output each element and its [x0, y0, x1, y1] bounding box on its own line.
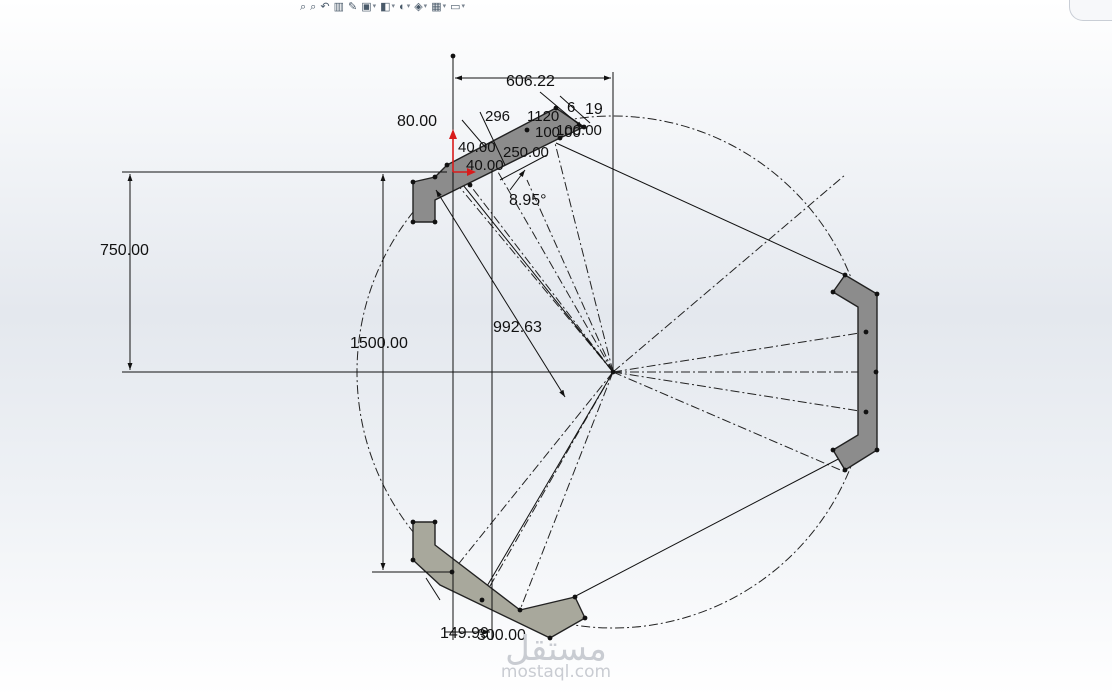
dim-label-300[interactable]: 300.00 [477, 627, 526, 644]
dimension-full-height[interactable] [372, 174, 452, 573]
previous-view-icon: ↶ [320, 1, 330, 13]
previous-view-button[interactable]: ↶ [320, 1, 329, 13]
dropdown-arrow-icon[interactable]: ▾ [372, 3, 377, 10]
sketch-lines[interactable] [122, 142, 847, 612]
dim-label-100-a[interactable]: 100.00 [556, 122, 602, 139]
dimension-bottom[interactable] [425, 170, 493, 640]
zoom-to-area-button[interactable]: ⌕ [310, 1, 316, 13]
dim-label-1120[interactable]: 1120 [527, 108, 559, 125]
apply-scene-icon: ▦ [431, 1, 442, 13]
dim-label-250[interactable]: 250.00 [503, 144, 549, 161]
dim-label-296[interactable]: 296 [485, 108, 510, 125]
dim-label-40-a[interactable]: 40.00 [458, 139, 496, 156]
edit-appearance-button[interactable]: ◈▾ [414, 1, 427, 13]
sketch-points[interactable] [410, 53, 880, 641]
zoom-to-area-icon: ⌕ [310, 1, 317, 13]
zoom-to-fit-icon: ⌕ [300, 1, 307, 13]
watermark-domain: mostaql.com [501, 662, 611, 682]
edit-appearance-icon: ◈ [414, 1, 423, 13]
dim-label-6[interactable]: 6 [567, 99, 575, 116]
dim-label-992-63[interactable]: 992.63 [493, 319, 542, 336]
watermark-brand: مستقل [505, 629, 607, 669]
section-view-icon: ▥ [333, 1, 344, 13]
dim-label-40-b[interactable]: 40.00 [466, 157, 504, 174]
bottom-bracket-profile [412, 521, 586, 639]
dropdown-arrow-icon[interactable]: ▾ [406, 3, 411, 10]
dim-label-19[interactable]: 19 [585, 101, 603, 118]
apply-scene-button[interactable]: ▦▾ [431, 1, 446, 13]
dropdown-arrow-icon[interactable]: ▾ [461, 3, 466, 10]
dim-label-750[interactable]: 750.00 [100, 242, 149, 259]
hide-show-items-icon: ◐ [399, 1, 406, 13]
display-style-button[interactable]: ◧▾ [380, 1, 395, 13]
dim-label-1500[interactable]: 1500.00 [350, 335, 408, 352]
hide-show-items-button[interactable]: ◐▾ [399, 1, 410, 13]
view-orientation-icon: ▣ [361, 1, 372, 13]
dimension-half-height[interactable] [122, 171, 447, 370]
zoom-to-fit-button[interactable]: ⌕ [300, 1, 306, 13]
view-toolbar: ⌕⌕↶▥✎▣▾◧▾◐▾◈▾▦▾▭▾ [300, 0, 660, 14]
dimension-diagonal[interactable] [435, 189, 566, 398]
dim-label-149-99[interactable]: 149.99 [440, 625, 489, 642]
dim-label-100-b[interactable]: 100.00 [535, 124, 581, 141]
dim-label-angle[interactable]: 8.95° [509, 192, 547, 209]
top-bracket-profile [412, 107, 585, 223]
dim-label-606-22[interactable]: 606.22 [506, 73, 555, 90]
task-pane-tab[interactable] [1069, 0, 1112, 21]
view-orientation-button[interactable]: ▣▾ [361, 1, 376, 13]
construction-lines[interactable] [446, 142, 876, 611]
dropdown-arrow-icon[interactable]: ▾ [442, 3, 447, 10]
section-view-button[interactable]: ▥ [334, 1, 344, 13]
display-style-icon: ◧ [380, 1, 391, 13]
view-settings-icon: ▭ [450, 1, 461, 13]
dynamic-annotation-button[interactable]: ✎ [348, 1, 357, 13]
sketch-origin[interactable] [449, 129, 476, 176]
profile-regions[interactable] [412, 107, 878, 639]
dropdown-arrow-icon[interactable]: ▾ [423, 3, 428, 10]
dynamic-annotation-icon: ✎ [347, 1, 358, 13]
dim-label-80[interactable]: 80.00 [397, 113, 437, 130]
dropdown-arrow-icon[interactable]: ▾ [391, 3, 396, 10]
view-settings-button[interactable]: ▭▾ [450, 1, 465, 13]
dimension-cluster-leaders[interactable] [461, 91, 591, 191]
